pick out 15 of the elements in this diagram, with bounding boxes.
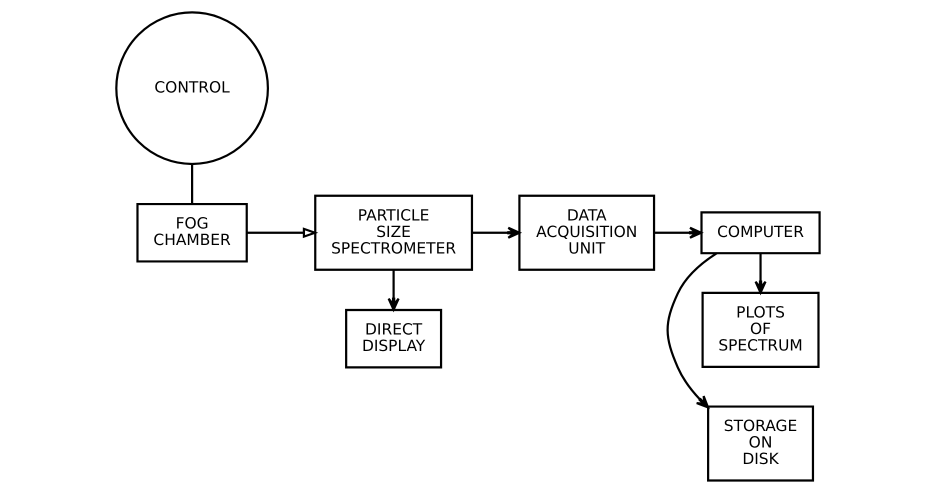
node-circle: CONTROL [115,11,269,166]
node-box: FOG CHAMBER [136,202,248,263]
arrow [247,227,318,238]
node-box: PLOTS OF SPECTRUM [702,292,820,368]
arrow [472,226,520,239]
arrow [666,252,718,408]
node-box: COMPUTER [700,211,821,254]
arrow [754,253,767,294]
node-box: PARTICLE SIZE SPECTROMETER [314,194,474,271]
connector [191,164,194,204]
node-box: STORAGE ON DISK [707,405,814,482]
arrow [388,270,400,311]
arrow [654,226,702,239]
node-box: DATA ACQUISITION UNIT [518,194,656,271]
node-box: DIRECT DISPLAY [345,308,442,368]
